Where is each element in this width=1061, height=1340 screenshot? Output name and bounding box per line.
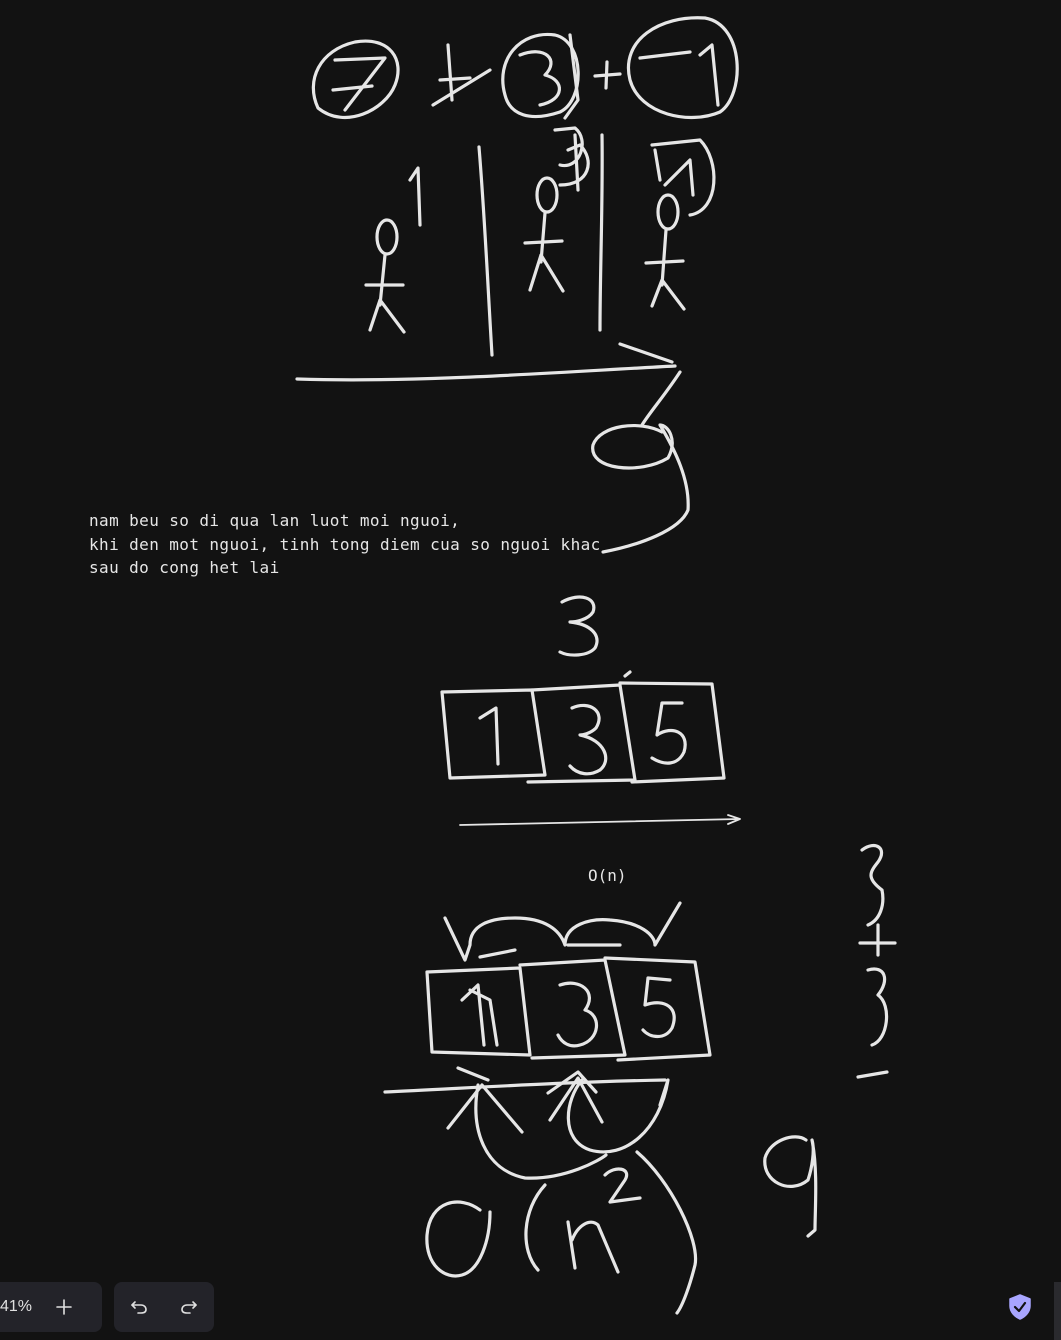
zoom-toolbar: 41% <box>0 1282 102 1332</box>
zoom-value[interactable]: 41% <box>0 1298 33 1315</box>
sketch-three <box>558 595 599 657</box>
scrollbar[interactable] <box>1054 1282 1061 1340</box>
sketch-arrow-nine <box>295 342 690 554</box>
text-note: nam beu so di qua lan luot moi nguoi, kh… <box>89 509 601 580</box>
complexity-label: O(n) <box>588 866 627 885</box>
shield-check-icon[interactable] <box>1008 1294 1032 1320</box>
sketch-array-bottom <box>383 901 712 1180</box>
note-line: nam beu so di qua lan luot moi nguoi, <box>89 511 461 530</box>
note-line: khi den mot nguoi, tinh tong diem cua so… <box>89 534 601 554</box>
undo-icon <box>131 1301 147 1314</box>
redo-button[interactable] <box>171 1289 207 1325</box>
sketch-top-equation <box>311 16 739 120</box>
sketch-stick-figures <box>364 126 716 357</box>
redo-icon <box>181 1301 197 1314</box>
undo-button[interactable] <box>121 1289 157 1325</box>
sketch-array-top <box>440 670 741 826</box>
sketch-big-o-n-squared <box>425 1150 698 1315</box>
sketch-right-column <box>763 844 897 1238</box>
plus-icon <box>56 1299 72 1315</box>
zoom-in-button[interactable] <box>46 1289 82 1325</box>
note-line: sau do cong het lai <box>89 558 280 577</box>
history-toolbar <box>114 1282 214 1332</box>
